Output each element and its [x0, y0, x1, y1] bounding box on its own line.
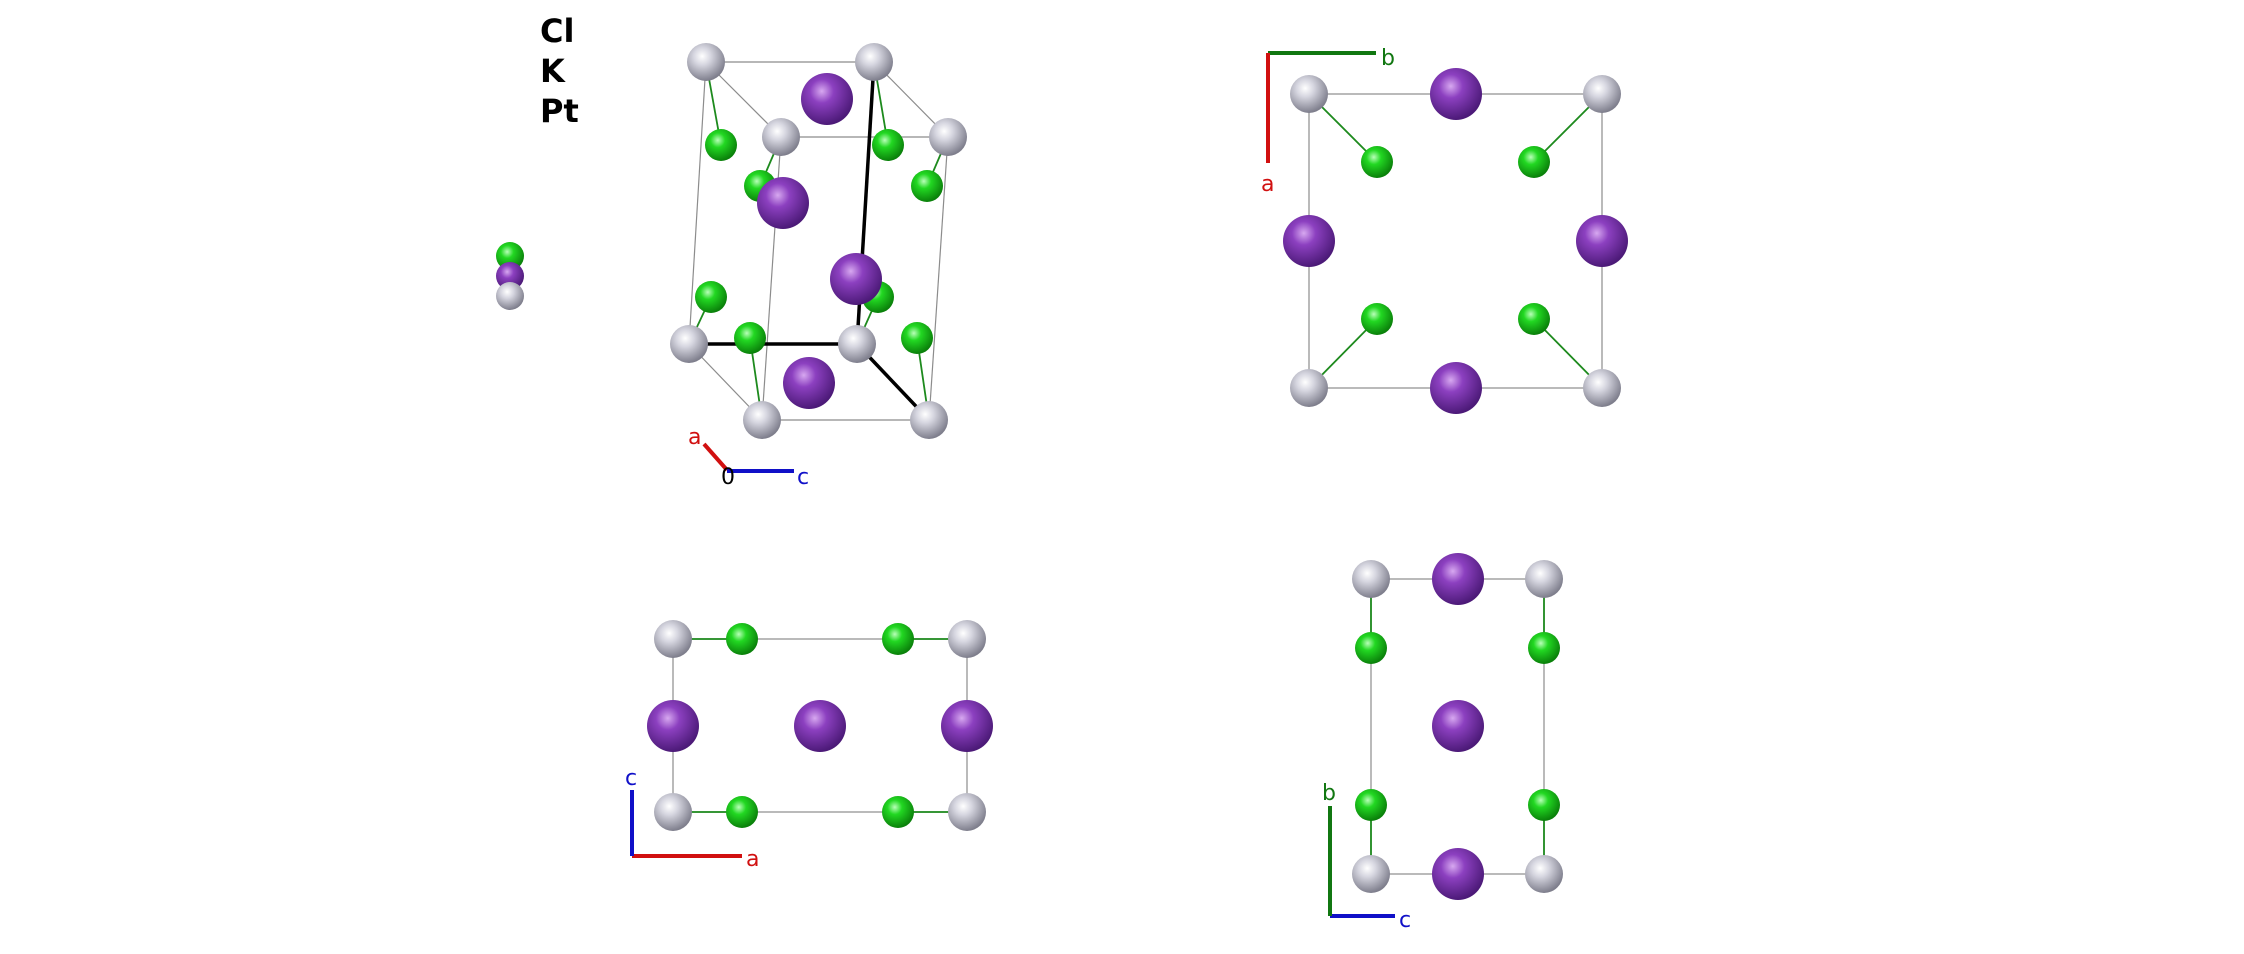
legend-label-cl: Cl — [540, 12, 574, 50]
cl-atom — [1528, 789, 1560, 821]
k-atom — [1576, 215, 1628, 267]
pt-atom — [948, 793, 986, 831]
legend-swatch-k — [496, 262, 524, 290]
pt-atom — [654, 793, 692, 831]
legend-label-k: K — [540, 52, 566, 90]
cl-atom — [872, 129, 904, 161]
cl-atom — [901, 322, 933, 354]
perspective-axes: a c 0 — [688, 425, 809, 490]
k-atom — [830, 253, 882, 305]
pt-atom — [1352, 855, 1390, 893]
pt-atom — [1525, 855, 1563, 893]
pt-atom — [929, 118, 967, 156]
cl-atom — [1355, 789, 1387, 821]
k-atom — [1283, 215, 1335, 267]
cl-atom — [882, 796, 914, 828]
view-bc-projection: c b — [1322, 553, 1563, 933]
pt-atom — [948, 620, 986, 658]
ab-bonds — [1308, 93, 1603, 389]
k-atom — [1432, 700, 1484, 752]
view-ab-projection: b a — [1261, 46, 1628, 414]
cl-atom — [695, 281, 727, 313]
legend-label-pt: Pt — [540, 92, 579, 130]
axis-label-c: c — [625, 766, 637, 791]
cl-atom — [911, 170, 943, 202]
pt-atom — [1290, 75, 1328, 113]
cl-atom — [1361, 303, 1393, 335]
pt-atom — [1290, 369, 1328, 407]
cl-atom — [1528, 632, 1560, 664]
perspective-view: a c 0 — [670, 43, 967, 490]
cl-atom — [1355, 632, 1387, 664]
k-atom — [801, 73, 853, 125]
k-atom — [1430, 362, 1482, 414]
k-atom — [757, 177, 809, 229]
pt-atom — [910, 401, 948, 439]
k-atom — [1432, 553, 1484, 605]
cl-atom — [705, 129, 737, 161]
axis-label-a: a — [688, 425, 701, 450]
k-atom — [1432, 848, 1484, 900]
element-legend: Cl K Pt — [496, 12, 579, 310]
k-atom — [1430, 68, 1482, 120]
pt-atom — [855, 43, 893, 81]
cl-atom — [1518, 303, 1550, 335]
pt-atom — [687, 43, 725, 81]
pt-atom — [1525, 560, 1563, 598]
ac-axes: a c — [625, 766, 759, 872]
axis-origin-label: 0 — [721, 465, 735, 490]
axis-label-b: b — [1322, 781, 1336, 806]
view-ac-projection: a c — [625, 620, 993, 872]
axis-label-c: c — [797, 465, 809, 490]
pt-atom — [670, 325, 708, 363]
cl-atom — [734, 322, 766, 354]
legend-swatch-pt — [496, 282, 524, 310]
pt-atom — [762, 118, 800, 156]
axis-label-b: b — [1381, 46, 1395, 71]
cl-atom — [1361, 146, 1393, 178]
k-atom — [647, 700, 699, 752]
axis-label-a: a — [746, 847, 759, 872]
legend-swatch-cl — [496, 242, 524, 270]
ab-axes: b a — [1261, 46, 1395, 197]
pt-atom — [838, 325, 876, 363]
pt-atom — [1583, 369, 1621, 407]
pt-atom — [1583, 75, 1621, 113]
cl-atom — [726, 796, 758, 828]
k-atom — [794, 700, 846, 752]
cl-atom — [726, 623, 758, 655]
cl-atom — [882, 623, 914, 655]
cl-atom — [1518, 146, 1550, 178]
bc-axes: c b — [1322, 781, 1411, 933]
pt-atom — [1352, 560, 1390, 598]
axis-label-c: c — [1399, 908, 1411, 933]
k-atom — [783, 357, 835, 409]
k-atom — [941, 700, 993, 752]
axis-label-a: a — [1261, 172, 1274, 197]
pt-atom — [743, 401, 781, 439]
pt-atom — [654, 620, 692, 658]
